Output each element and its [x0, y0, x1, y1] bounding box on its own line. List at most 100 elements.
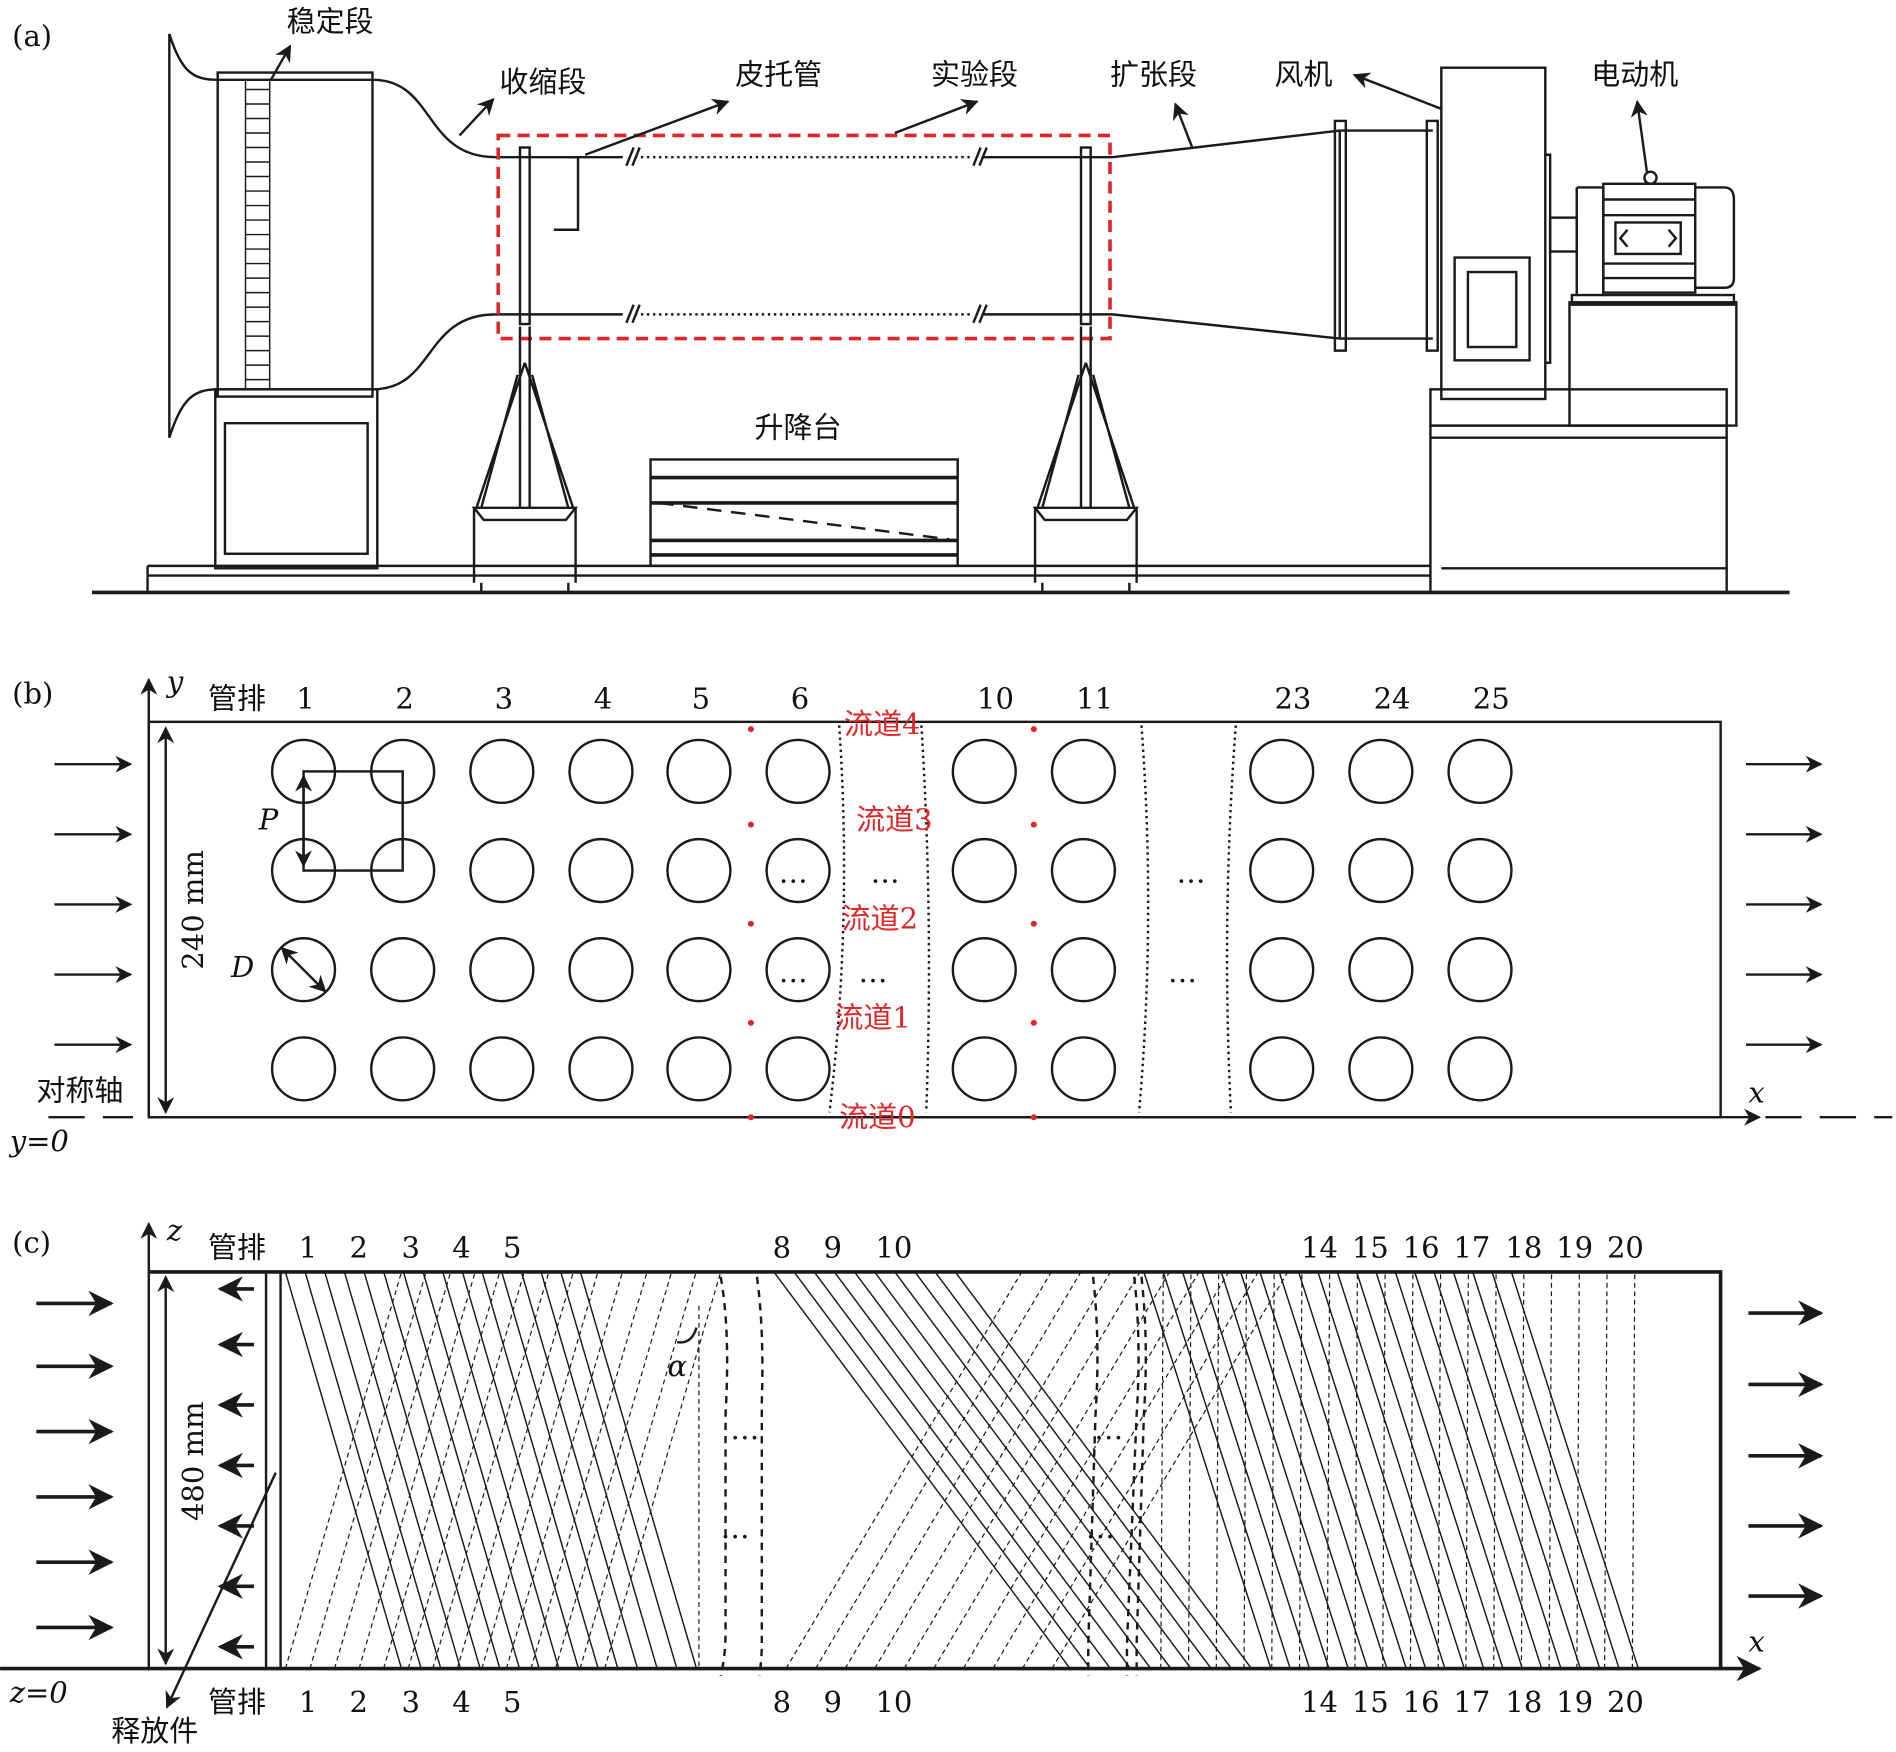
tube [568, 937, 634, 1003]
row-number-top: 3 [401, 1230, 419, 1264]
probe-dot [747, 1114, 754, 1121]
tube-back-line [432, 1271, 550, 1669]
row-number-top: 14 [1301, 1230, 1338, 1264]
tube [1050, 837, 1117, 904]
settling-chamber [168, 33, 496, 570]
lift-table: 升降台 [649, 411, 959, 568]
channel-label: 流道3 [856, 802, 932, 836]
tube [765, 1036, 831, 1102]
tube [1348, 738, 1414, 805]
tube [1050, 738, 1117, 805]
tube-front-line [793, 1271, 1091, 1670]
row-number-top: 9 [823, 1230, 841, 1264]
pitot-tube [553, 155, 580, 231]
row-number-bottom: 16 [1403, 1685, 1440, 1719]
tube [270, 937, 337, 1003]
tube-front-line [1394, 1271, 1524, 1669]
tube-back-line [844, 1271, 1082, 1669]
tube-back-line [903, 1271, 1141, 1669]
tube-back-line [1051, 1271, 1289, 1669]
test-section [495, 133, 1113, 341]
tube [1348, 837, 1414, 904]
tube-back-line [1548, 1271, 1553, 1669]
tube [765, 837, 831, 904]
tube-front-line [1220, 1271, 1349, 1669]
tube-front-line [520, 1271, 639, 1669]
tube [1447, 837, 1513, 904]
tube [1348, 1036, 1414, 1102]
release-element [264, 1270, 282, 1670]
column-number: 24 [1374, 682, 1411, 716]
panel-c-label: (c) [12, 1226, 51, 1260]
tube-front-line [1510, 1271, 1640, 1669]
tube [469, 837, 535, 904]
channel-label: 流道1 [834, 1001, 910, 1035]
tube-front-line [540, 1271, 658, 1669]
tube-array [270, 738, 1513, 1102]
tube-front-line [1414, 1271, 1543, 1669]
diffuser-fan [1112, 66, 1728, 594]
row-number-top: 18 [1505, 1230, 1542, 1264]
tube-back-line [992, 1271, 1230, 1669]
tube-back-line [333, 1271, 452, 1669]
tube-back-line [530, 1271, 648, 1669]
row-number-top: 4 [452, 1230, 470, 1264]
tube-front-line [560, 1271, 678, 1669]
row-number-bottom: 9 [823, 1685, 841, 1719]
probe-dot [1030, 1114, 1037, 1121]
tube-back-line [284, 1271, 403, 1669]
tube-front-line [853, 1271, 1152, 1670]
tube-front-line [1181, 1271, 1311, 1669]
row-number-top: 19 [1556, 1230, 1593, 1264]
column-number: 10 [977, 682, 1014, 716]
ellipsis: … [1177, 856, 1206, 890]
tube [568, 1036, 634, 1102]
tube-back-line [579, 1271, 697, 1669]
tube [666, 937, 732, 1003]
diameter-label: D [230, 950, 254, 984]
label-test-section: 实验段 [931, 58, 1018, 92]
z-zero-label: z=0 [9, 1675, 68, 1709]
tube-front-line [1452, 1271, 1582, 1669]
row-number-bottom: 8 [773, 1685, 791, 1719]
tube [469, 738, 535, 805]
tube-front-line [1239, 1271, 1369, 1669]
tube [1050, 937, 1117, 1003]
channel-label: 流道2 [842, 902, 918, 936]
tube-back-line [505, 1271, 624, 1669]
row-number-bottom: 2 [349, 1685, 367, 1719]
tube-front-line [363, 1271, 481, 1669]
tube [1249, 1036, 1315, 1102]
tube-front-line [304, 1271, 422, 1669]
row-number-bottom: 3 [401, 1685, 419, 1719]
tube-front-line [402, 1271, 521, 1669]
y-axis-label: y [165, 665, 184, 699]
tube [370, 1036, 436, 1102]
tube-front-line [934, 1271, 1232, 1670]
row-number-top: 2 [349, 1230, 367, 1264]
row-number-top: 8 [773, 1230, 791, 1264]
tube-back-line [1409, 1271, 1414, 1669]
row-number-bottom: 18 [1505, 1685, 1542, 1719]
tube-front-line [442, 1271, 560, 1669]
tube [951, 738, 1017, 805]
honeycomb-grid [245, 88, 270, 381]
column-number: 11 [1076, 682, 1113, 716]
row-number-top: 1 [299, 1230, 317, 1264]
panel-a: (a) [12, 4, 1790, 595]
panel-b-label: (b) [12, 677, 53, 711]
row-label-c-top: 管排 [208, 1230, 266, 1264]
tube-back-line [1298, 1271, 1303, 1669]
tube [765, 738, 831, 805]
channel-label: 流道0 [839, 1100, 915, 1134]
tube-back-line [383, 1271, 501, 1669]
row-number-bottom: 17 [1453, 1685, 1490, 1719]
row-number-bottom: 5 [503, 1685, 521, 1719]
tube-front-line [894, 1271, 1192, 1670]
tube-back-line [358, 1271, 476, 1669]
column-number: 6 [791, 682, 809, 716]
tube-back-line [1382, 1271, 1386, 1669]
